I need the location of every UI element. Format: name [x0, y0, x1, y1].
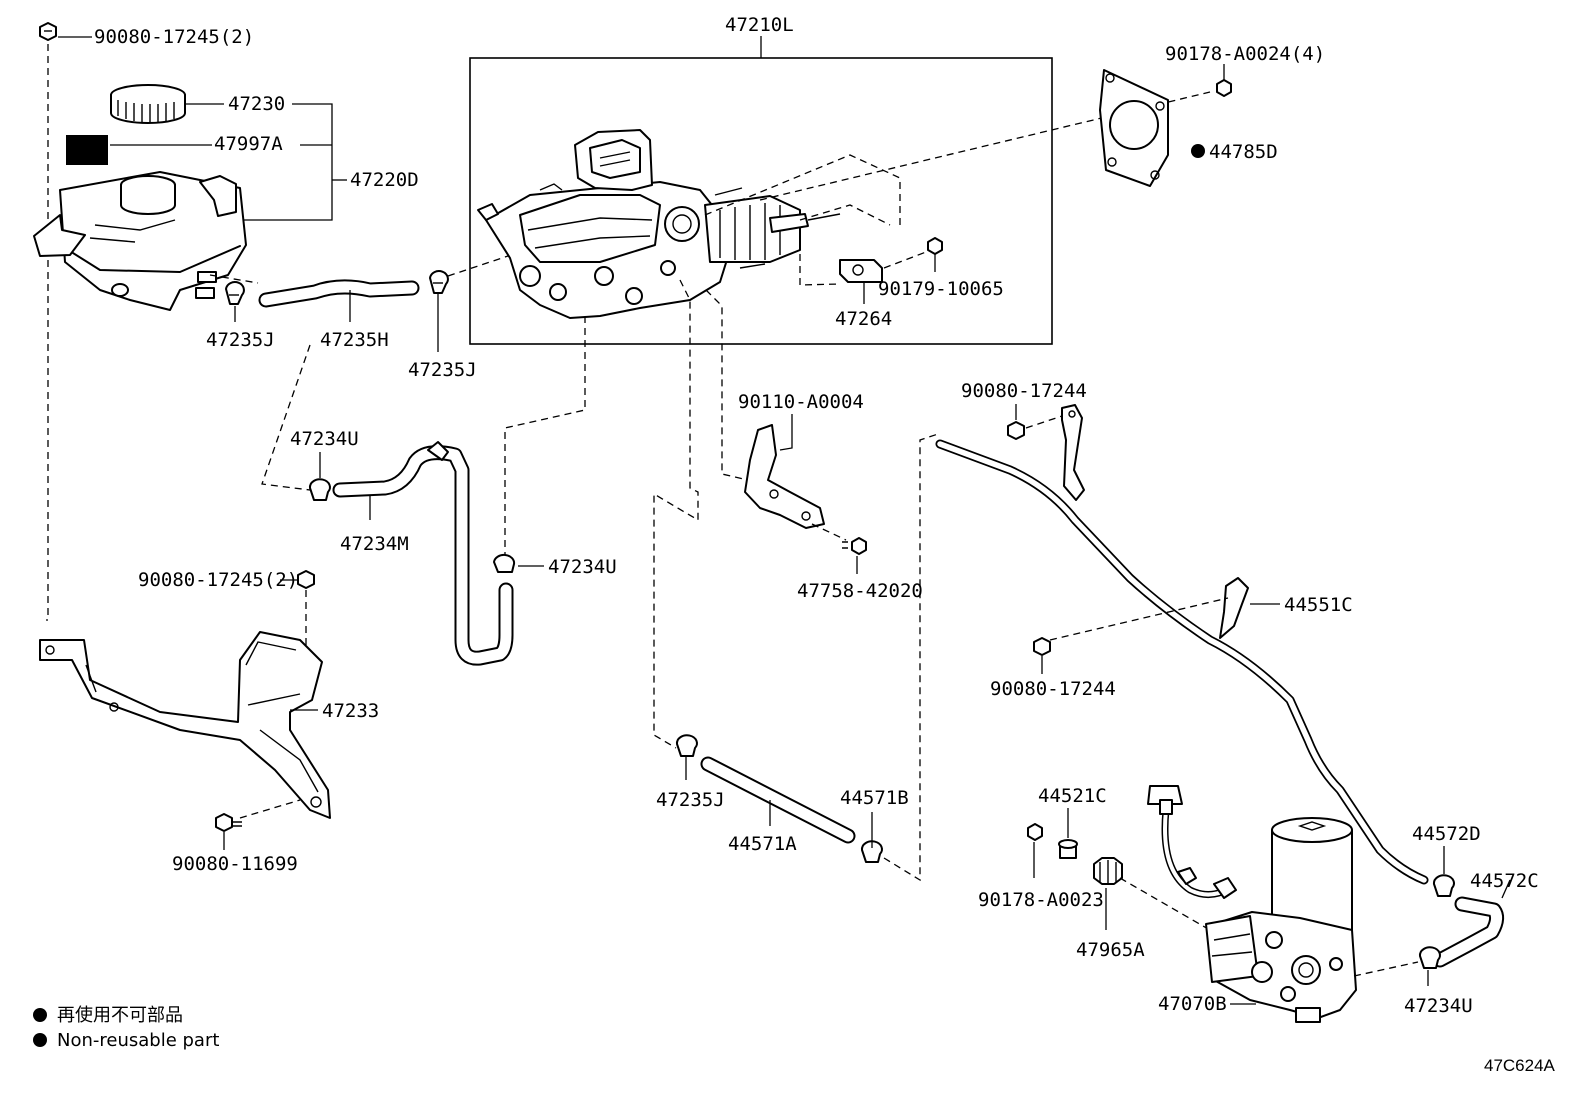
reservoir-cap-47230 — [110, 84, 186, 124]
label-47233: 47233 — [322, 700, 379, 722]
assembly-box-47210L — [469, 57, 1053, 345]
label-90179-10065: 90179-10065 — [878, 278, 1004, 300]
label-90080-17244-mid: 90080-17244 — [990, 678, 1116, 700]
reservoir-tank-47220D — [33, 171, 247, 311]
label-47234U-a: 47234U — [290, 428, 359, 450]
legend: 再使用不可部品 Non-reusable part — [33, 1005, 219, 1051]
label-47965A: 47965A — [1076, 939, 1145, 961]
label-90080-17244-top: 90080-17244 — [961, 380, 1087, 402]
label-47234U-b: 47234U — [548, 556, 617, 578]
label-44571B: 44571B — [840, 787, 909, 809]
label-90178-A0024: 90178-A0024(4) — [1165, 43, 1325, 65]
hose-47234M-clip — [427, 441, 449, 461]
bracket-44551C-upper — [1061, 404, 1085, 501]
label-44551C: 44551C — [1284, 594, 1353, 616]
hose-44571A — [700, 756, 856, 844]
bolt-47758-42020 — [842, 537, 867, 555]
bracket-44551C-lower — [1219, 577, 1249, 639]
label-47235J-mid: 47235J — [408, 359, 477, 381]
bolt-90080-11699 — [215, 813, 242, 832]
nut-90178-A0024 — [1216, 79, 1232, 97]
nut-90178-A0023 — [1027, 823, 1043, 841]
clamp-47235J-mid — [429, 270, 449, 294]
label-47235H: 47235H — [320, 329, 389, 351]
nut-90080-17244-top — [1007, 421, 1025, 440]
label-47234U-c: 47234U — [1404, 995, 1473, 1017]
legend-line-1: 再使用不可部品 — [57, 1005, 183, 1026]
non-reusable-marker-44785D — [1191, 144, 1205, 158]
gasket-44785D — [1099, 69, 1169, 187]
legend-bullet-2 — [33, 1033, 47, 1047]
brake-tube-44551C — [935, 439, 1429, 885]
grommet-44521C — [1058, 839, 1078, 859]
clamp-47235J-low — [675, 734, 698, 757]
clamp-44572D — [1432, 874, 1455, 897]
clamp-47234U-a — [308, 478, 331, 501]
label-44521C: 44521C — [1038, 785, 1107, 807]
label-47264: 47264 — [835, 308, 892, 330]
bolt-90080-17245-mid — [297, 570, 315, 589]
clamp-47235J-left — [225, 281, 245, 305]
bracket-47233 — [39, 631, 331, 819]
clamp-47234U-c — [1418, 946, 1441, 969]
damper-47965A — [1093, 857, 1123, 885]
nut-90080-17244-mid — [1033, 637, 1051, 656]
label-47997A: 47997A — [214, 133, 283, 155]
label-47235J-left: 47235J — [206, 329, 275, 351]
label-44572D: 44572D — [1412, 823, 1481, 845]
legend-bullet-1 — [33, 1008, 47, 1022]
bolt-90080-17245-top — [39, 22, 57, 41]
bracket-90110-A0004 — [744, 424, 825, 529]
hose-47234M — [332, 445, 514, 666]
label-47234M: 47234M — [340, 533, 409, 555]
label-47758-42020: 47758-42020 — [797, 580, 923, 602]
master-cylinder-assembly — [477, 129, 841, 319]
hose-44572C — [1432, 896, 1505, 968]
actuator-47070B — [1147, 785, 1357, 1023]
guide-left-vertical — [46, 44, 49, 621]
clamp-47234U-b — [493, 554, 516, 573]
nut-90179-10065 — [927, 237, 943, 255]
label-47235J-low: 47235J — [656, 789, 725, 811]
legend-line-2: Non-reusable part — [57, 1030, 219, 1051]
label-44572C: 44572C — [1470, 870, 1539, 892]
bracket-47264 — [839, 259, 883, 283]
clamp-44571B — [860, 840, 883, 863]
label-90080-17245-mid: 90080-17245(2) — [138, 569, 298, 591]
label-44571A: 44571A — [728, 833, 797, 855]
label-44785D: 44785D — [1209, 141, 1278, 163]
label-47220D: 47220D — [350, 169, 419, 191]
label-90080-17245-top: 90080-17245(2) — [94, 26, 254, 48]
bracket-47220D — [242, 103, 333, 221]
diagram-id: 47C624A — [1484, 1056, 1556, 1075]
label-47210L: 47210L — [725, 14, 794, 36]
label-47070B: 47070B — [1158, 993, 1227, 1015]
label-90178-A0023: 90178-A0023 — [978, 889, 1104, 911]
hose-47235H — [258, 279, 420, 308]
label-90080-11699: 90080-11699 — [172, 853, 298, 875]
label-47230: 47230 — [228, 93, 285, 115]
label-90110-A0004: 90110-A0004 — [738, 391, 864, 413]
label-sticker-47997A — [66, 135, 108, 165]
